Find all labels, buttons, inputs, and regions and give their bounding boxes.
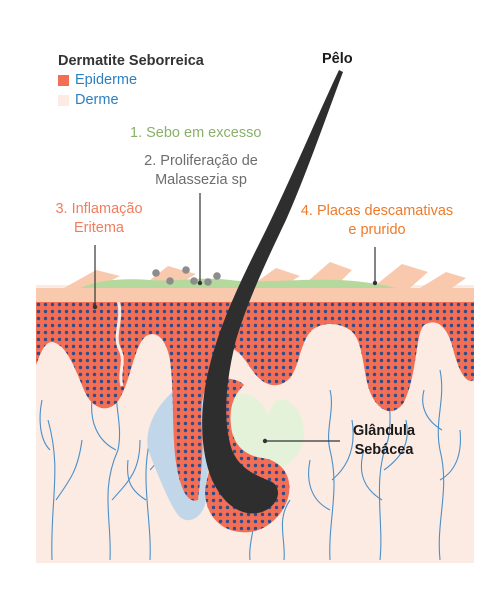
gland-label-line1: Glândula: [352, 423, 416, 439]
malassezia-label: 2. Proliferação de Malassezia sp: [128, 152, 274, 190]
inflammation-label-line2: Eritema: [74, 220, 124, 236]
pointer-dots: [92, 280, 378, 444]
pointer-lines: [94, 193, 376, 442]
epidermis-swatch: [58, 74, 69, 86]
sebum-label: 1. Sebo em excesso: [130, 125, 262, 141]
legend-item-epidermis: Epiderme: [58, 72, 137, 88]
malassezia-label-line2: Malassezia sp: [155, 172, 247, 188]
inflammation-label: 3. Inflamação Eritema: [44, 200, 154, 238]
malassezia-label-line1: 2. Proliferação de: [144, 153, 258, 169]
plaques-label-line1: 4. Placas descamativas: [300, 203, 454, 219]
excess-sebum: [80, 278, 396, 288]
epidermis-crack: [115, 299, 124, 387]
hair-label: Pêlo: [322, 51, 353, 67]
hair-shaft: [202, 70, 343, 514]
legend-item-dermis: Derme: [58, 92, 119, 108]
stratum-corneum: [36, 288, 474, 302]
plaques-label: 4. Placas descamativas e prurido: [292, 202, 462, 240]
legend-label-epidermis: Epiderme: [75, 72, 138, 88]
epidermis-layer: [36, 300, 474, 533]
legend-title: Dermatite Seborreica: [58, 53, 204, 69]
gland-label: Glândula Sebácea: [342, 422, 426, 460]
inflammation-label-line1: 3. Inflamação: [55, 201, 143, 217]
dermis-swatch: [58, 94, 69, 106]
legend-label-dermis: Derme: [75, 92, 119, 108]
gland-label-line2: Sebácea: [354, 442, 414, 458]
plaques-label-line2: e prurido: [348, 222, 406, 238]
